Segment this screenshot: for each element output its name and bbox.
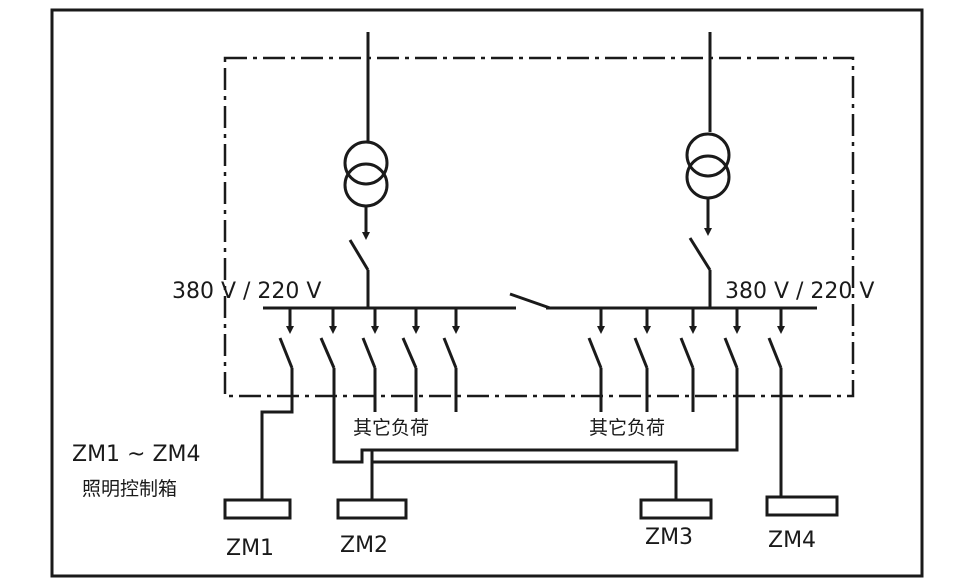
left-feeder-group [278, 308, 460, 412]
right-feeder-group [587, 308, 785, 412]
boxes-description-label: 照明控制箱 [82, 478, 177, 500]
right-transformer-winding-upper [685, 132, 731, 178]
right-incoming-feeder [685, 32, 731, 308]
zm3-box [639, 498, 713, 520]
left-voltage-label: 380 V / 220 V [172, 279, 321, 304]
zm1-label: ZM1 [226, 536, 274, 561]
zm3-label: ZM3 [645, 525, 693, 550]
right-voltage-label: 380 V / 220 V [725, 279, 874, 304]
right-other-loads-label: 其它负荷 [589, 417, 665, 439]
zm4-label: ZM4 [768, 528, 816, 553]
left-incoming-feeder [343, 32, 389, 308]
cable-to-zm1 [260, 405, 294, 500]
zm2-box [336, 498, 408, 520]
right-main-switch [688, 237, 712, 271]
cable-to-zm3 [372, 460, 678, 500]
outer-frame [50, 8, 924, 578]
left-transformer-winding-upper [343, 140, 389, 186]
boxes-range-label: ZM1 ~ ZM4 [72, 442, 201, 467]
zm1-box [223, 498, 292, 520]
bus-tie-switch [509, 292, 551, 310]
zm4-box [765, 495, 839, 517]
zm2-label: ZM2 [340, 533, 388, 558]
left-other-loads-label: 其它负荷 [353, 417, 429, 439]
substation-enclosure [223, 56, 855, 398]
cable-to-zm2 [332, 405, 739, 464]
left-main-switch [348, 239, 370, 271]
